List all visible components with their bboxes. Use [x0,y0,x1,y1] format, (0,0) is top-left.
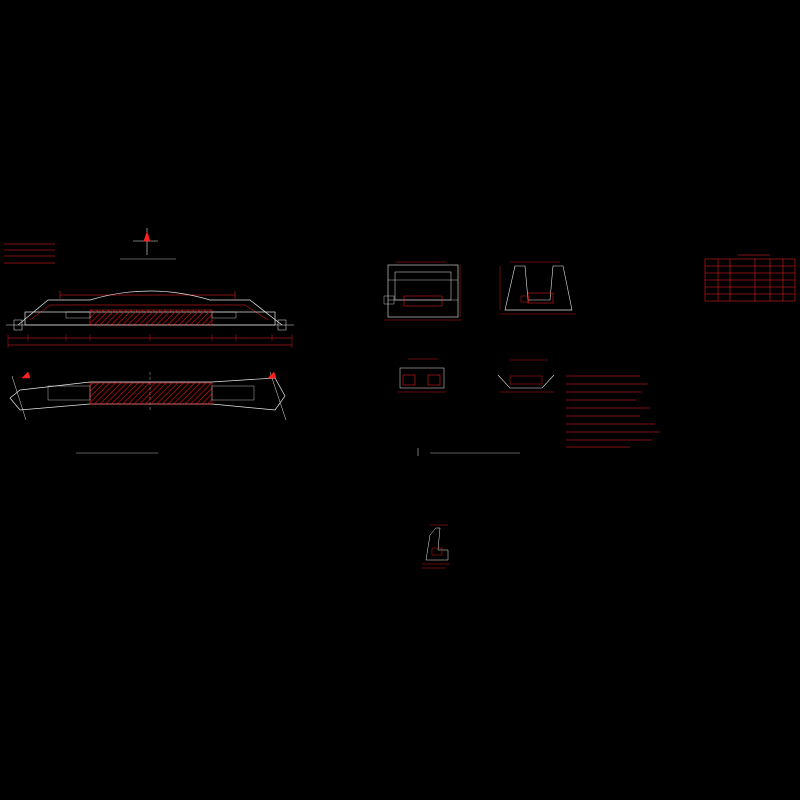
elevation-view [6,290,294,348]
plan-view [9,371,287,421]
north-arrow [133,228,158,255]
notes-block [566,375,660,448]
detail-section-right [497,359,555,393]
wing-wall-elevation [499,261,576,315]
detail-section-left [398,358,446,393]
bottom-detail [422,524,450,569]
legend-block [4,243,55,264]
cross-section-box [383,261,462,321]
quantity-table [704,254,796,302]
